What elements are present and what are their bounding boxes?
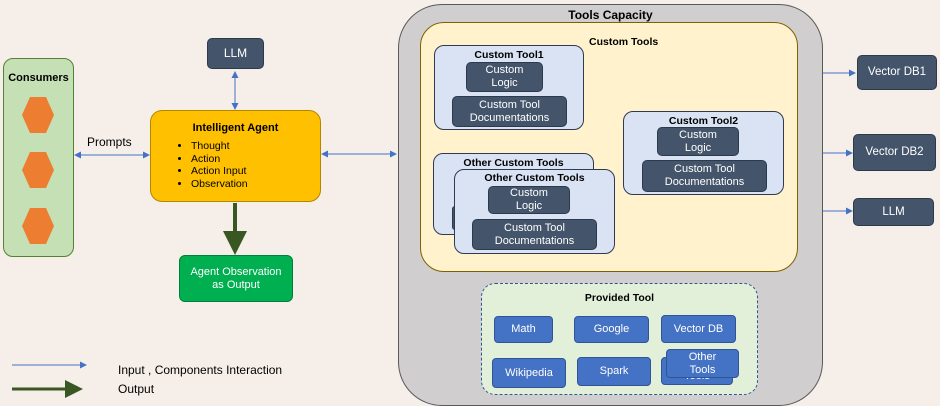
intelligent-agent-box: Intelligent Agent Thought Action Action …	[150, 110, 321, 202]
consumers-panel: Consumers	[3, 58, 74, 257]
provided-tool-title: Provided Tool	[584, 292, 655, 304]
agent-output-box: Agent Observation as Output	[179, 255, 293, 302]
agent-step: Observation	[191, 178, 320, 191]
other-custom-tools-back-title: Other Custom Tools	[463, 157, 564, 169]
vector-db1-box: Vector DB1	[857, 55, 937, 90]
other-tools-tool: Other Tools	[666, 349, 739, 378]
custom-tool1-logic: Custom Logic	[466, 62, 543, 92]
consumer-hexagon-2	[22, 152, 54, 188]
llm-right-box: LLM	[853, 198, 934, 226]
google-tool: Google	[574, 316, 649, 343]
agent-step: Action Input	[191, 165, 320, 178]
other-custom-tools-logic: Custom Logic	[488, 186, 570, 214]
agent-step: Thought	[191, 140, 320, 153]
custom-tool1-docs: Custom Tool Documentations	[452, 96, 567, 127]
custom-tool2-title: Custom Tool2	[668, 115, 739, 127]
vector-db2-box: Vector DB2	[853, 134, 936, 171]
tools-capacity-title: Tools Capacity	[568, 8, 653, 22]
custom-tools-title: Custom Tools	[589, 36, 659, 48]
spark-tool: Spark	[577, 357, 651, 386]
agent-title: Intelligent Agent	[192, 122, 279, 134]
legend-input-label: Input , Components Interaction	[118, 363, 283, 377]
custom-tool2-logic: Custom Logic	[657, 127, 739, 156]
legend-output-label: Output	[118, 382, 155, 396]
llm-top-box: LLM	[207, 38, 264, 69]
wikipedia-tool: Wikipedia	[492, 358, 566, 388]
agent-step: Action	[191, 153, 320, 166]
vector-db-tool: Vector DB	[661, 315, 736, 343]
agent-steps-list: Thought Action Action Input Observation	[175, 140, 320, 190]
other-custom-tools-docs: Custom Tool Documentations	[472, 219, 597, 250]
other-custom-tools-front-title: Other Custom Tools	[484, 172, 585, 184]
custom-tool2-docs: Custom Tool Documentations	[642, 160, 767, 192]
consumer-hexagon-1	[22, 97, 54, 133]
custom-tool1-title: Custom Tool1	[474, 49, 544, 61]
consumer-hexagon-3	[22, 208, 54, 244]
math-tool: Math	[494, 316, 553, 343]
consumers-title: Consumers	[8, 72, 69, 84]
prompts-label: Prompts	[87, 135, 132, 149]
